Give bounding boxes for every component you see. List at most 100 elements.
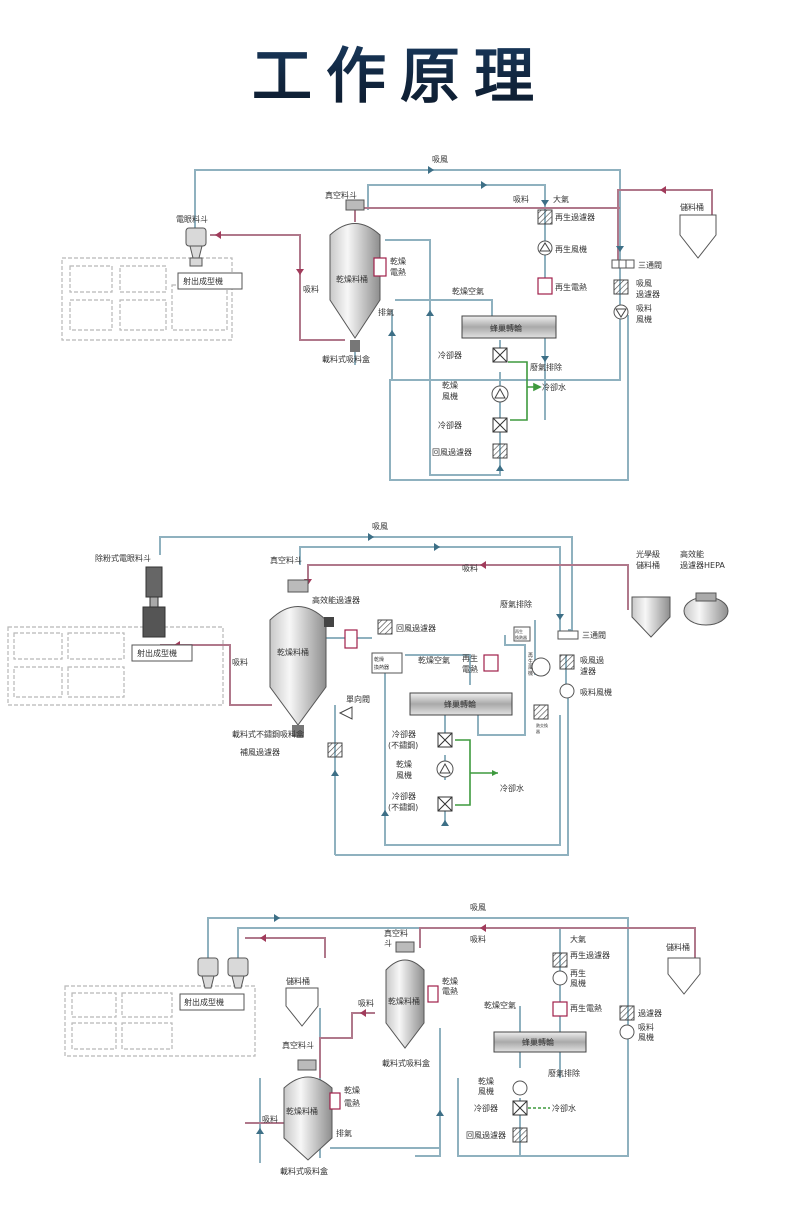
d1-hopper-loader-label: 電眼料斗 [176, 214, 208, 224]
dryer-bin [329, 199, 381, 352]
material-pipes-3 [245, 927, 696, 1124]
d2-check-valve-label: 單向閥 [346, 694, 370, 704]
d3-regen-blower-label-2: 風機 [570, 978, 586, 988]
d2-dry-blower-label-2: 風機 [396, 770, 412, 780]
d3-dry-blower-label-2: 風機 [478, 1086, 494, 1096]
d3-vacuum-hopper-top-2: 斗 [384, 939, 392, 948]
storage-bin-mid [285, 987, 319, 1027]
d3-cooler-label: 冷卻器 [474, 1103, 498, 1113]
d1-suction-filter-label-2: 過濾器 [636, 289, 660, 299]
honeycomb-wheel-2 [409, 692, 513, 716]
d3-dry-heater-label-2: 電熱 [442, 986, 458, 996]
d1-return-filter-label: 回風過濾器 [432, 447, 472, 457]
d1-cooler-1-label: 冷卻器 [438, 350, 462, 360]
dry-hx-symbol [371, 652, 403, 674]
dryer-bin-top [385, 941, 425, 1049]
d3-suction-air-label: 吸風 [470, 903, 486, 912]
d2-material-suction-label: 吸料 [232, 657, 248, 667]
d1-honeycomb-label: 蜂巢轉輪 [490, 323, 522, 333]
d3-regen-blower-label-1: 再生 [570, 968, 586, 978]
d3-regen-heater-label: 再生電熱 [570, 1003, 602, 1013]
d2-regen-blower-small-1: 再 [528, 653, 533, 659]
d2-waste-exhaust-label: 廢氣排除 [500, 599, 532, 609]
d2-return-filter-label: 回風過濾器 [396, 623, 436, 633]
d1-suction-air-label: 吸風 [432, 155, 448, 164]
d2-cooler-2-label-1: 冷卻器 [392, 791, 416, 801]
diagram-2: 吸風 除粉式電眼料斗 真空料斗 吸料 光學級 儲料桶 高效能 過濾器HEPA 高… [7, 522, 729, 856]
d1-regen-heater-label: 再生電熱 [555, 282, 587, 292]
d3-vacuum-hopper-top-1: 真空料 [384, 928, 408, 938]
d3-filter-label: 過濾器 [638, 1008, 662, 1018]
d2-regen-heater-label-1: 再生 [462, 653, 478, 663]
check-valve-symbol [338, 706, 353, 720]
dust-hopper-loader [142, 566, 166, 638]
d1-molding-machine-label: 射出成型機 [183, 276, 223, 286]
d2-suction-air-label: 吸風 [372, 522, 388, 531]
d1-waste-exhaust-label: 廢氣排除 [530, 362, 562, 372]
d2-hepa-filter-label: 高效能過濾器 [312, 595, 360, 605]
d2-vacuum-hopper-label: 真空料斗 [270, 555, 302, 565]
molding-machine-outline-2 [7, 626, 224, 706]
d3-storage-bin-right-label: 儲料桶 [666, 942, 690, 952]
d1-vacuum-hopper-label: 真空料斗 [325, 190, 357, 200]
d1-pickup-box-label: 載料式吸料盒 [322, 354, 370, 364]
d1-cooler-2-label: 冷卻器 [438, 420, 462, 430]
material-pipes-2 [160, 564, 629, 706]
d1-regen-filter-label: 再生過濾器 [555, 212, 595, 222]
d3-cooling-water-label: 冷卻水 [552, 1103, 576, 1113]
flow-arrows [215, 166, 666, 471]
d3-dry-air-label: 乾燥空氣 [484, 1000, 516, 1010]
d2-makeup-filter-label: 補風過濾器 [240, 747, 280, 757]
d3-molding-machine-label: 射出成型機 [184, 997, 224, 1007]
d2-honeycomb-label: 蜂巢轉輪 [444, 699, 476, 709]
d1-regen-blower-label: 再生風機 [555, 244, 587, 254]
d2-pickup-box-label: 載料式不鏽鋼吸料盒 [232, 729, 304, 739]
d3-regen-filter-label: 再生過濾器 [570, 950, 610, 960]
d3-dry-heater-label-1: 乾燥 [442, 976, 458, 986]
suction-air-pipes-2 [159, 536, 573, 856]
d3-exhaust-label: 排氣 [336, 1128, 352, 1138]
d1-suction-filter-label-1: 吸風 [636, 279, 652, 288]
d3-material-suction-label: 吸料 [358, 998, 374, 1008]
hepa-filter [683, 592, 729, 626]
d1-dry-heater-label-2: 電熱 [390, 267, 406, 277]
d2-cooler-2-label-2: (不鏽鋼) [388, 802, 418, 812]
d3-suction-blower-label-2: 風機 [638, 1032, 654, 1042]
d1-storage-bin-label: 儲料桶 [680, 202, 704, 212]
flow-arrows-3 [256, 914, 564, 1134]
d2-suction-material-label: 吸料 [462, 563, 478, 573]
d1-three-way-label: 三通閥 [638, 260, 662, 270]
d1-dry-heater-label-1: 乾燥 [390, 256, 406, 266]
suction-filter-symbol-2 [559, 654, 575, 670]
storage-bin-right [667, 957, 701, 995]
d2-molding-machine-label: 射出成型機 [137, 648, 177, 658]
d1-suction-blower-label-2: 風機 [636, 314, 652, 324]
d3-dryer-bin-bottom-label: 乾燥料桶 [286, 1106, 318, 1116]
d2-regen-blower-small-4: 機 [528, 670, 533, 677]
page-title: 工作原理 [0, 28, 800, 115]
hopper-loader [185, 227, 207, 267]
makeup-filter-symbol [327, 742, 343, 758]
diagram-3: 吸風 真空料 斗 吸料 大氣 儲料桶 再生過濾器 儲料桶 再生 風機 射出成型機… [64, 903, 701, 1176]
d2-cooler-1-label-2: (不鏽鋼) [388, 740, 418, 750]
return-filter-symbol-2 [377, 619, 393, 635]
return-filter-symbol [492, 443, 508, 459]
d1-exhaust-label: 排氣 [378, 307, 394, 317]
d3-material-suction-top: 吸料 [470, 934, 486, 944]
three-way-valve [611, 259, 635, 269]
d2-regen-hx-small-2: 換熱器 [515, 634, 527, 640]
honeycomb-wheel-3 [493, 1031, 587, 1053]
d2-dust-hopper-label: 除粉式電眼料斗 [95, 553, 151, 563]
d2-hot-exchanger-label-2: 器 [536, 729, 540, 734]
flow-arrows-2 [174, 533, 564, 826]
dryer-bin-2 [269, 579, 327, 737]
d2-optical-bin-label-2: 儲料桶 [636, 560, 660, 570]
d2-regen-blower-small-2: 生 [528, 658, 533, 665]
d2-small-hx-label-1: 乾燥 [374, 656, 384, 663]
suction-blower-symbol-2 [559, 683, 575, 699]
d2-dry-blower-label-1: 乾燥 [396, 759, 412, 769]
d2-hepa-label-2: 過濾器HEPA [680, 560, 725, 570]
d2-dry-air-label: 乾燥空氣 [418, 655, 450, 665]
d2-small-hx-label-2: 換熱器 [374, 664, 389, 671]
dryer-bin-bottom [283, 1059, 333, 1161]
